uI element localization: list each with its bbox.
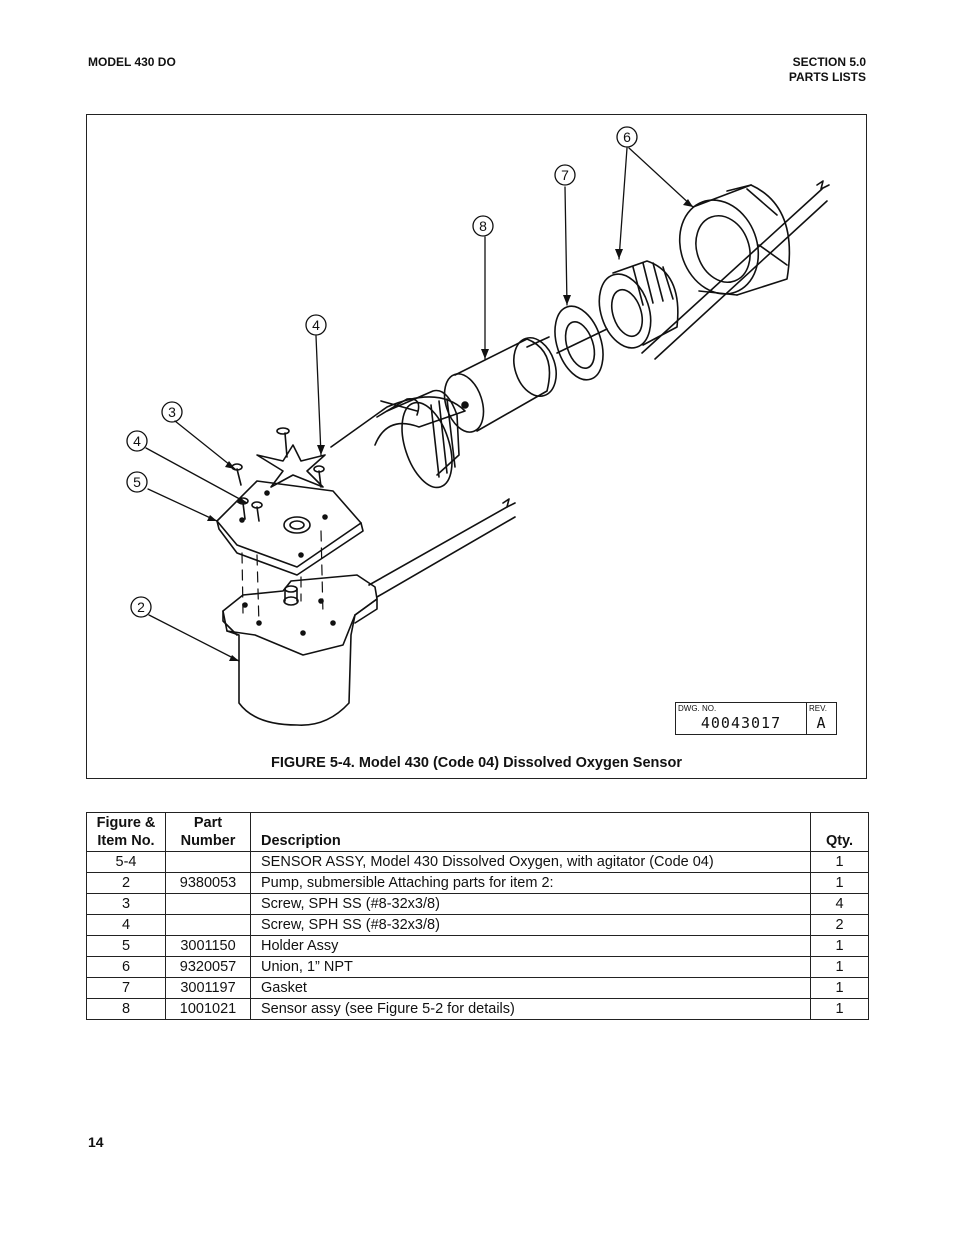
sensor-cylinder <box>443 336 557 433</box>
cell-figure-item: 6 <box>86 956 166 978</box>
header-row: Figure & Item No. Part Number Descriptio… <box>86 812 869 852</box>
cell-description: Union, 1” NPT <box>250 956 811 978</box>
parts-table-body: 5-4 SENSOR ASSY, Model 430 Dissolved Oxy… <box>86 851 869 1020</box>
cell-part-number <box>165 893 251 915</box>
cell-description: Holder Assy <box>250 935 811 957</box>
union-body <box>598 260 679 349</box>
leader-arrowheads <box>207 199 693 661</box>
cell-figure-item: 5 <box>86 935 166 957</box>
table-row: 6 9320057 Union, 1” NPT 1 <box>86 956 869 978</box>
cell-figure-item: 8 <box>86 998 166 1020</box>
cell-description: Sensor assy (see Figure 5-2 for details) <box>250 998 811 1020</box>
rev-value: A <box>816 714 827 732</box>
cell-figure-item: 5-4 <box>86 851 166 873</box>
sensor-cable <box>641 180 830 360</box>
callout-2: 2 <box>137 599 145 615</box>
drawing-number-cell: DWG. NO. 40043017 <box>676 703 806 734</box>
cell-quantity: 1 <box>810 956 869 978</box>
cell-quantity: 1 <box>810 851 869 873</box>
gasket <box>554 305 608 381</box>
cell-part-number: 1001021 <box>165 998 251 1020</box>
cell-figure-item: 3 <box>86 893 166 915</box>
cell-description: Gasket <box>250 977 811 999</box>
running-header-model: MODEL 430 DO <box>88 55 176 69</box>
union-nut <box>678 184 791 296</box>
cell-quantity: 1 <box>810 977 869 999</box>
page-number: 14 <box>88 1134 104 1150</box>
running-header-section: SECTION 5.0 PARTS LISTS <box>789 55 866 85</box>
table-row: 4 Screw, SPH SS (#8-32x3/8) 2 <box>86 914 869 936</box>
header-description: Description <box>250 812 811 852</box>
section-number: SECTION 5.0 <box>792 55 866 69</box>
table-row: 8 1001021 Sensor assy (see Figure 5-2 fo… <box>86 998 869 1020</box>
figure-caption: FIGURE 5-4. Model 430 (Code 04) Dissolve… <box>271 755 682 771</box>
header-figure-line1: Figure & <box>96 815 156 831</box>
callout-7: 7 <box>561 167 569 183</box>
callout-labels: 6 7 8 4 3 4 5 2 <box>133 129 631 615</box>
callout-4-upper: 4 <box>312 317 320 333</box>
alignment-lines <box>241 530 324 626</box>
cell-part-number: 9380053 <box>165 872 251 894</box>
table-row: 2 9380053 Pump, submersible Attaching pa… <box>86 872 869 894</box>
cell-description: Screw, SPH SS (#8-32x3/8) <box>250 914 811 936</box>
header-figure-item: Figure & Item No. <box>86 812 166 852</box>
parts-table-header: Figure & Item No. Part Number Descriptio… <box>86 812 869 852</box>
pump-cable <box>368 498 516 598</box>
cell-part-number <box>165 851 251 873</box>
header-quantity: Qty. <box>810 812 869 852</box>
agitator-impeller <box>231 427 326 522</box>
cell-part-number: 9320057 <box>165 956 251 978</box>
cell-description: Screw, SPH SS (#8-32x3/8) <box>250 893 811 915</box>
drawing-title-block: DWG. NO. 40043017 REV. A <box>675 702 837 735</box>
cell-figure-item: 7 <box>86 977 166 999</box>
callout-3: 3 <box>168 404 176 420</box>
table-row: 3 Screw, SPH SS (#8-32x3/8) 4 <box>86 893 869 915</box>
cell-quantity: 1 <box>810 935 869 957</box>
cell-description: Pump, submersible Attaching parts for it… <box>250 872 811 894</box>
callout-8: 8 <box>479 218 487 234</box>
cell-description: SENSOR ASSY, Model 430 Dissolved Oxygen,… <box>250 851 811 873</box>
cell-quantity: 2 <box>810 914 869 936</box>
table-row: 5-4 SENSOR ASSY, Model 430 Dissolved Oxy… <box>86 851 869 873</box>
cell-figure-item: 2 <box>86 872 166 894</box>
parts-list-table: Figure & Item No. Part Number Descriptio… <box>86 812 869 1020</box>
cell-part-number: 3001150 <box>165 935 251 957</box>
revision-cell: REV. A <box>806 703 836 734</box>
callout-5: 5 <box>133 474 141 490</box>
exploded-sensor-diagram: 6 7 8 4 3 4 5 2 <box>126 126 830 726</box>
table-row: 7 3001197 Gasket 1 <box>86 977 869 999</box>
rev-label: REV. <box>809 704 827 713</box>
leader-lines <box>145 147 694 662</box>
section-title: PARTS LISTS <box>788 70 866 84</box>
callout-6: 6 <box>623 129 631 145</box>
cell-part-number <box>165 914 251 936</box>
cell-quantity: 4 <box>810 893 869 915</box>
header-figure-line2: Item No. <box>97 833 155 849</box>
callout-4-lower: 4 <box>133 433 141 449</box>
header-part-number: Part Number <box>165 812 251 852</box>
cell-quantity: 1 <box>810 998 869 1020</box>
dwg-number-label: DWG. NO. <box>678 704 717 713</box>
callout-circles <box>126 126 638 618</box>
dwg-number-value: 40043017 <box>700 714 782 732</box>
submersible-pump <box>222 574 378 726</box>
header-part-line1: Part <box>193 815 223 831</box>
table-row: 5 3001150 Holder Assy 1 <box>86 935 869 957</box>
cell-part-number: 3001197 <box>165 977 251 999</box>
figure-frame: 6 7 8 4 3 4 5 2 DWG. NO. 40043017 REV. A… <box>86 114 867 779</box>
holder-assy <box>216 389 466 576</box>
header-part-line2: Number <box>180 833 236 849</box>
cell-figure-item: 4 <box>86 914 166 936</box>
cell-quantity: 1 <box>810 872 869 894</box>
